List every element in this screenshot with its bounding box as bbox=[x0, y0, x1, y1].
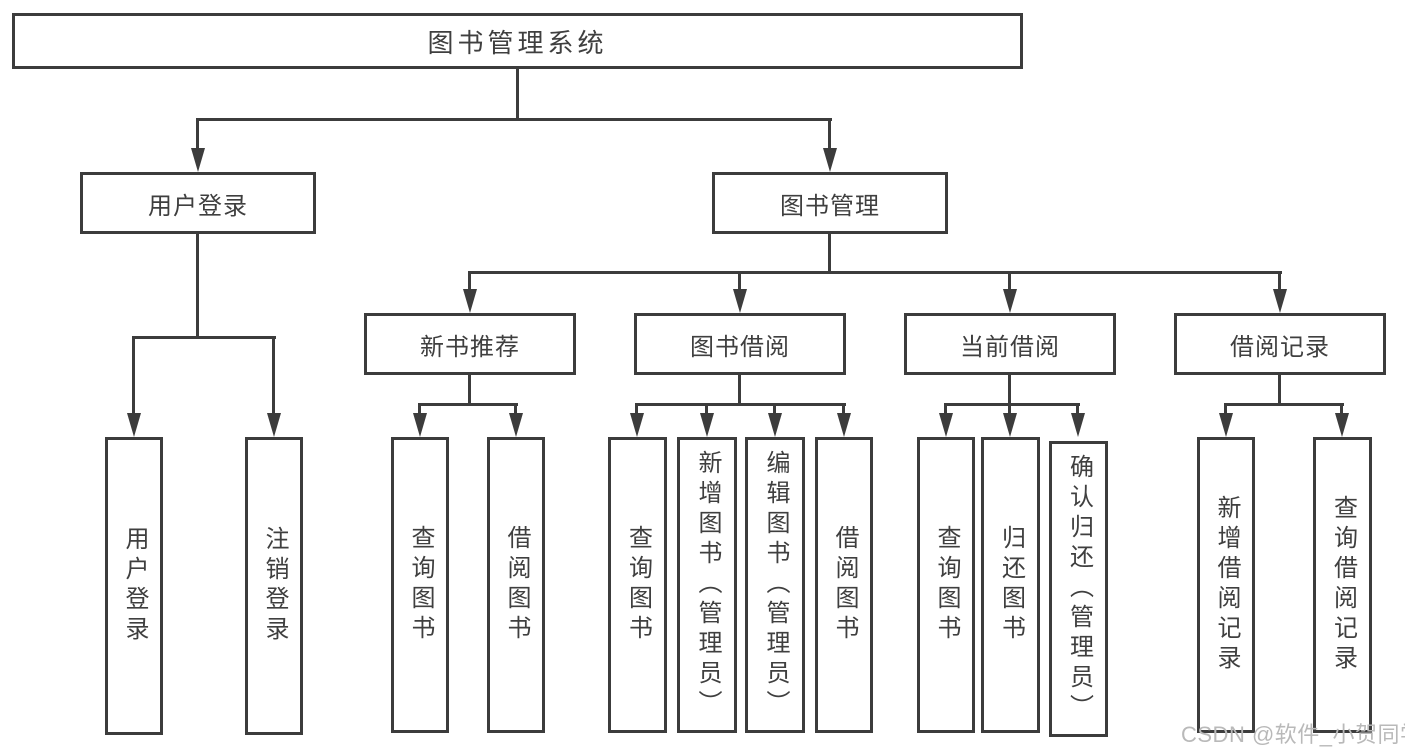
connector-line bbox=[1008, 403, 1011, 417]
arrowhead bbox=[1003, 413, 1017, 437]
leaf-confirm-return-admin: 确认归还（管理员） bbox=[1049, 441, 1108, 737]
watermark: CSDN @软件_小贺同学 bbox=[1181, 722, 1405, 747]
connector-line bbox=[418, 403, 421, 417]
connector-line bbox=[944, 403, 947, 417]
connector-line bbox=[132, 336, 135, 416]
leaf-borrow-books: 借阅图书 bbox=[815, 437, 873, 733]
connector-line bbox=[773, 403, 776, 417]
connector-line bbox=[468, 271, 471, 293]
leaf-query-books: 查询图书 bbox=[608, 437, 667, 733]
connector-line bbox=[1340, 403, 1343, 417]
connector-line bbox=[944, 403, 1080, 406]
node-user-login: 用户登录 bbox=[80, 172, 316, 234]
arrowhead bbox=[509, 413, 523, 437]
connector-line bbox=[738, 375, 741, 405]
arrowhead bbox=[939, 413, 953, 437]
arrowhead bbox=[413, 413, 427, 437]
connector-line bbox=[196, 234, 199, 338]
connector-line bbox=[738, 271, 741, 293]
arrowhead bbox=[768, 413, 782, 437]
connector-line bbox=[828, 118, 831, 152]
connector-line bbox=[516, 69, 519, 121]
arrowhead bbox=[700, 413, 714, 437]
leaf-user-login: 用户登录 bbox=[105, 437, 163, 735]
connector-line bbox=[635, 403, 846, 406]
connector-line bbox=[705, 403, 708, 417]
leaf-borrow-books: 借阅图书 bbox=[487, 437, 545, 733]
node-new-book-recommend: 新书推荐 bbox=[364, 313, 576, 375]
node-book-borrow: 图书借阅 bbox=[634, 313, 846, 375]
connector-line bbox=[272, 336, 275, 416]
connector-line bbox=[468, 271, 1282, 274]
connector-line bbox=[1224, 403, 1227, 417]
arrowhead bbox=[837, 413, 851, 437]
leaf-query-books: 查询图书 bbox=[917, 437, 975, 733]
arrowhead bbox=[127, 413, 141, 437]
leaf-logout: 注销登录 bbox=[245, 437, 303, 735]
arrowhead bbox=[463, 289, 477, 313]
connector-line bbox=[1008, 271, 1011, 293]
leaf-add-books-admin: 新增图书（管理员） bbox=[677, 437, 737, 733]
arrowhead bbox=[1071, 413, 1085, 437]
leaf-edit-books-admin: 编辑图书（管理员） bbox=[745, 437, 805, 733]
leaf-add-borrow-record: 新增借阅记录 bbox=[1197, 437, 1255, 733]
arrowhead bbox=[1219, 413, 1233, 437]
leaf-return-books: 归还图书 bbox=[981, 437, 1040, 733]
connector-line bbox=[828, 234, 831, 273]
connector-line bbox=[514, 403, 517, 417]
leaf-query-books: 查询图书 bbox=[391, 437, 449, 733]
connector-line bbox=[196, 118, 832, 121]
connector-line bbox=[1008, 375, 1011, 405]
node-book-management: 图书管理 bbox=[712, 172, 948, 234]
node-borrow-records: 借阅记录 bbox=[1174, 313, 1386, 375]
arrowhead bbox=[630, 413, 644, 437]
arrowhead bbox=[1003, 289, 1017, 313]
connector-line bbox=[635, 403, 638, 417]
connector-line bbox=[468, 375, 471, 405]
connector-line bbox=[1278, 271, 1281, 293]
connector-line bbox=[418, 403, 518, 406]
leaf-query-borrow-record: 查询借阅记录 bbox=[1313, 437, 1372, 733]
connector-line bbox=[1224, 403, 1344, 406]
arrowhead bbox=[267, 413, 281, 437]
connector-line bbox=[1076, 403, 1079, 417]
connector-line bbox=[1278, 375, 1281, 405]
node-root-system: 图书管理系统 bbox=[12, 13, 1023, 69]
arrowhead bbox=[733, 289, 747, 313]
connector-line bbox=[196, 118, 199, 152]
connector-line bbox=[132, 336, 276, 339]
arrowhead bbox=[823, 148, 837, 172]
connector-line bbox=[842, 403, 845, 417]
arrowhead bbox=[1273, 289, 1287, 313]
arrowhead bbox=[1335, 413, 1349, 437]
node-current-borrow: 当前借阅 bbox=[904, 313, 1116, 375]
arrowhead bbox=[191, 148, 205, 172]
